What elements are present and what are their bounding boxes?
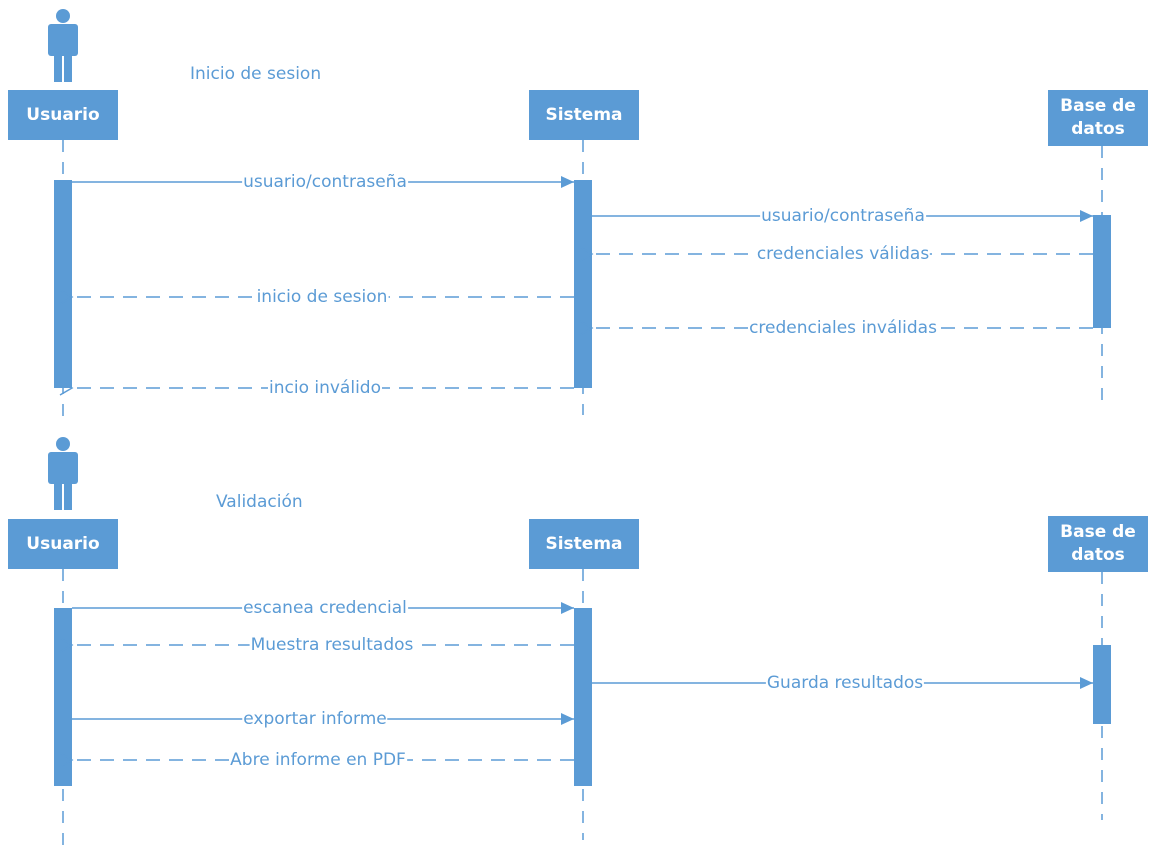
message-label: Muestra resultados	[249, 635, 415, 655]
participant-sistema: Sistema	[529, 519, 639, 569]
arrowhead	[579, 320, 594, 336]
message-label: Guarda resultados	[765, 673, 925, 693]
message-label: Abre informe en PDF	[229, 750, 407, 770]
actor-icon	[56, 437, 70, 451]
message-label: escanea credencial	[242, 598, 408, 618]
arrowhead	[561, 176, 574, 188]
message-label: usuario/contraseña	[242, 172, 408, 192]
arrowhead	[561, 713, 574, 725]
arrowhead	[59, 752, 74, 768]
actor-icon	[56, 9, 70, 23]
activation-bar	[574, 180, 592, 388]
activation-bar	[54, 180, 72, 388]
actor-icon	[48, 452, 78, 484]
actor-icon	[54, 52, 62, 82]
message-label: credenciales válidas	[755, 244, 931, 264]
arrowhead	[579, 246, 594, 262]
message-label: inicio de sesion	[255, 287, 389, 307]
arrowhead	[59, 380, 74, 396]
participant-base-de-datos: Base de datos	[1048, 90, 1148, 146]
activation-bar	[1093, 215, 1111, 328]
diagram-title: Validación	[216, 492, 303, 512]
arrowhead	[561, 602, 574, 614]
participant-usuario: Usuario	[8, 519, 118, 569]
arrowhead	[1080, 210, 1093, 222]
actor-icon	[64, 52, 72, 82]
arrowhead	[59, 289, 74, 305]
actor-icon	[54, 480, 62, 510]
activation-bar	[574, 608, 592, 786]
activation-bar	[54, 608, 72, 786]
diagram-title: Inicio de sesion	[190, 64, 322, 84]
activation-bar	[1093, 645, 1111, 724]
actor-icon	[48, 24, 78, 56]
message-label: incio inválido	[268, 378, 382, 398]
message-label: exportar informe	[242, 709, 388, 729]
participant-sistema: Sistema	[529, 90, 639, 140]
arrowhead	[59, 637, 74, 653]
participant-base-de-datos: Base de datos	[1048, 516, 1148, 572]
actor-icon	[64, 480, 72, 510]
arrowhead	[1080, 677, 1093, 689]
message-label: credenciales inválidas	[748, 318, 938, 338]
participant-usuario: Usuario	[8, 90, 118, 140]
message-label: usuario/contraseña	[760, 206, 926, 226]
